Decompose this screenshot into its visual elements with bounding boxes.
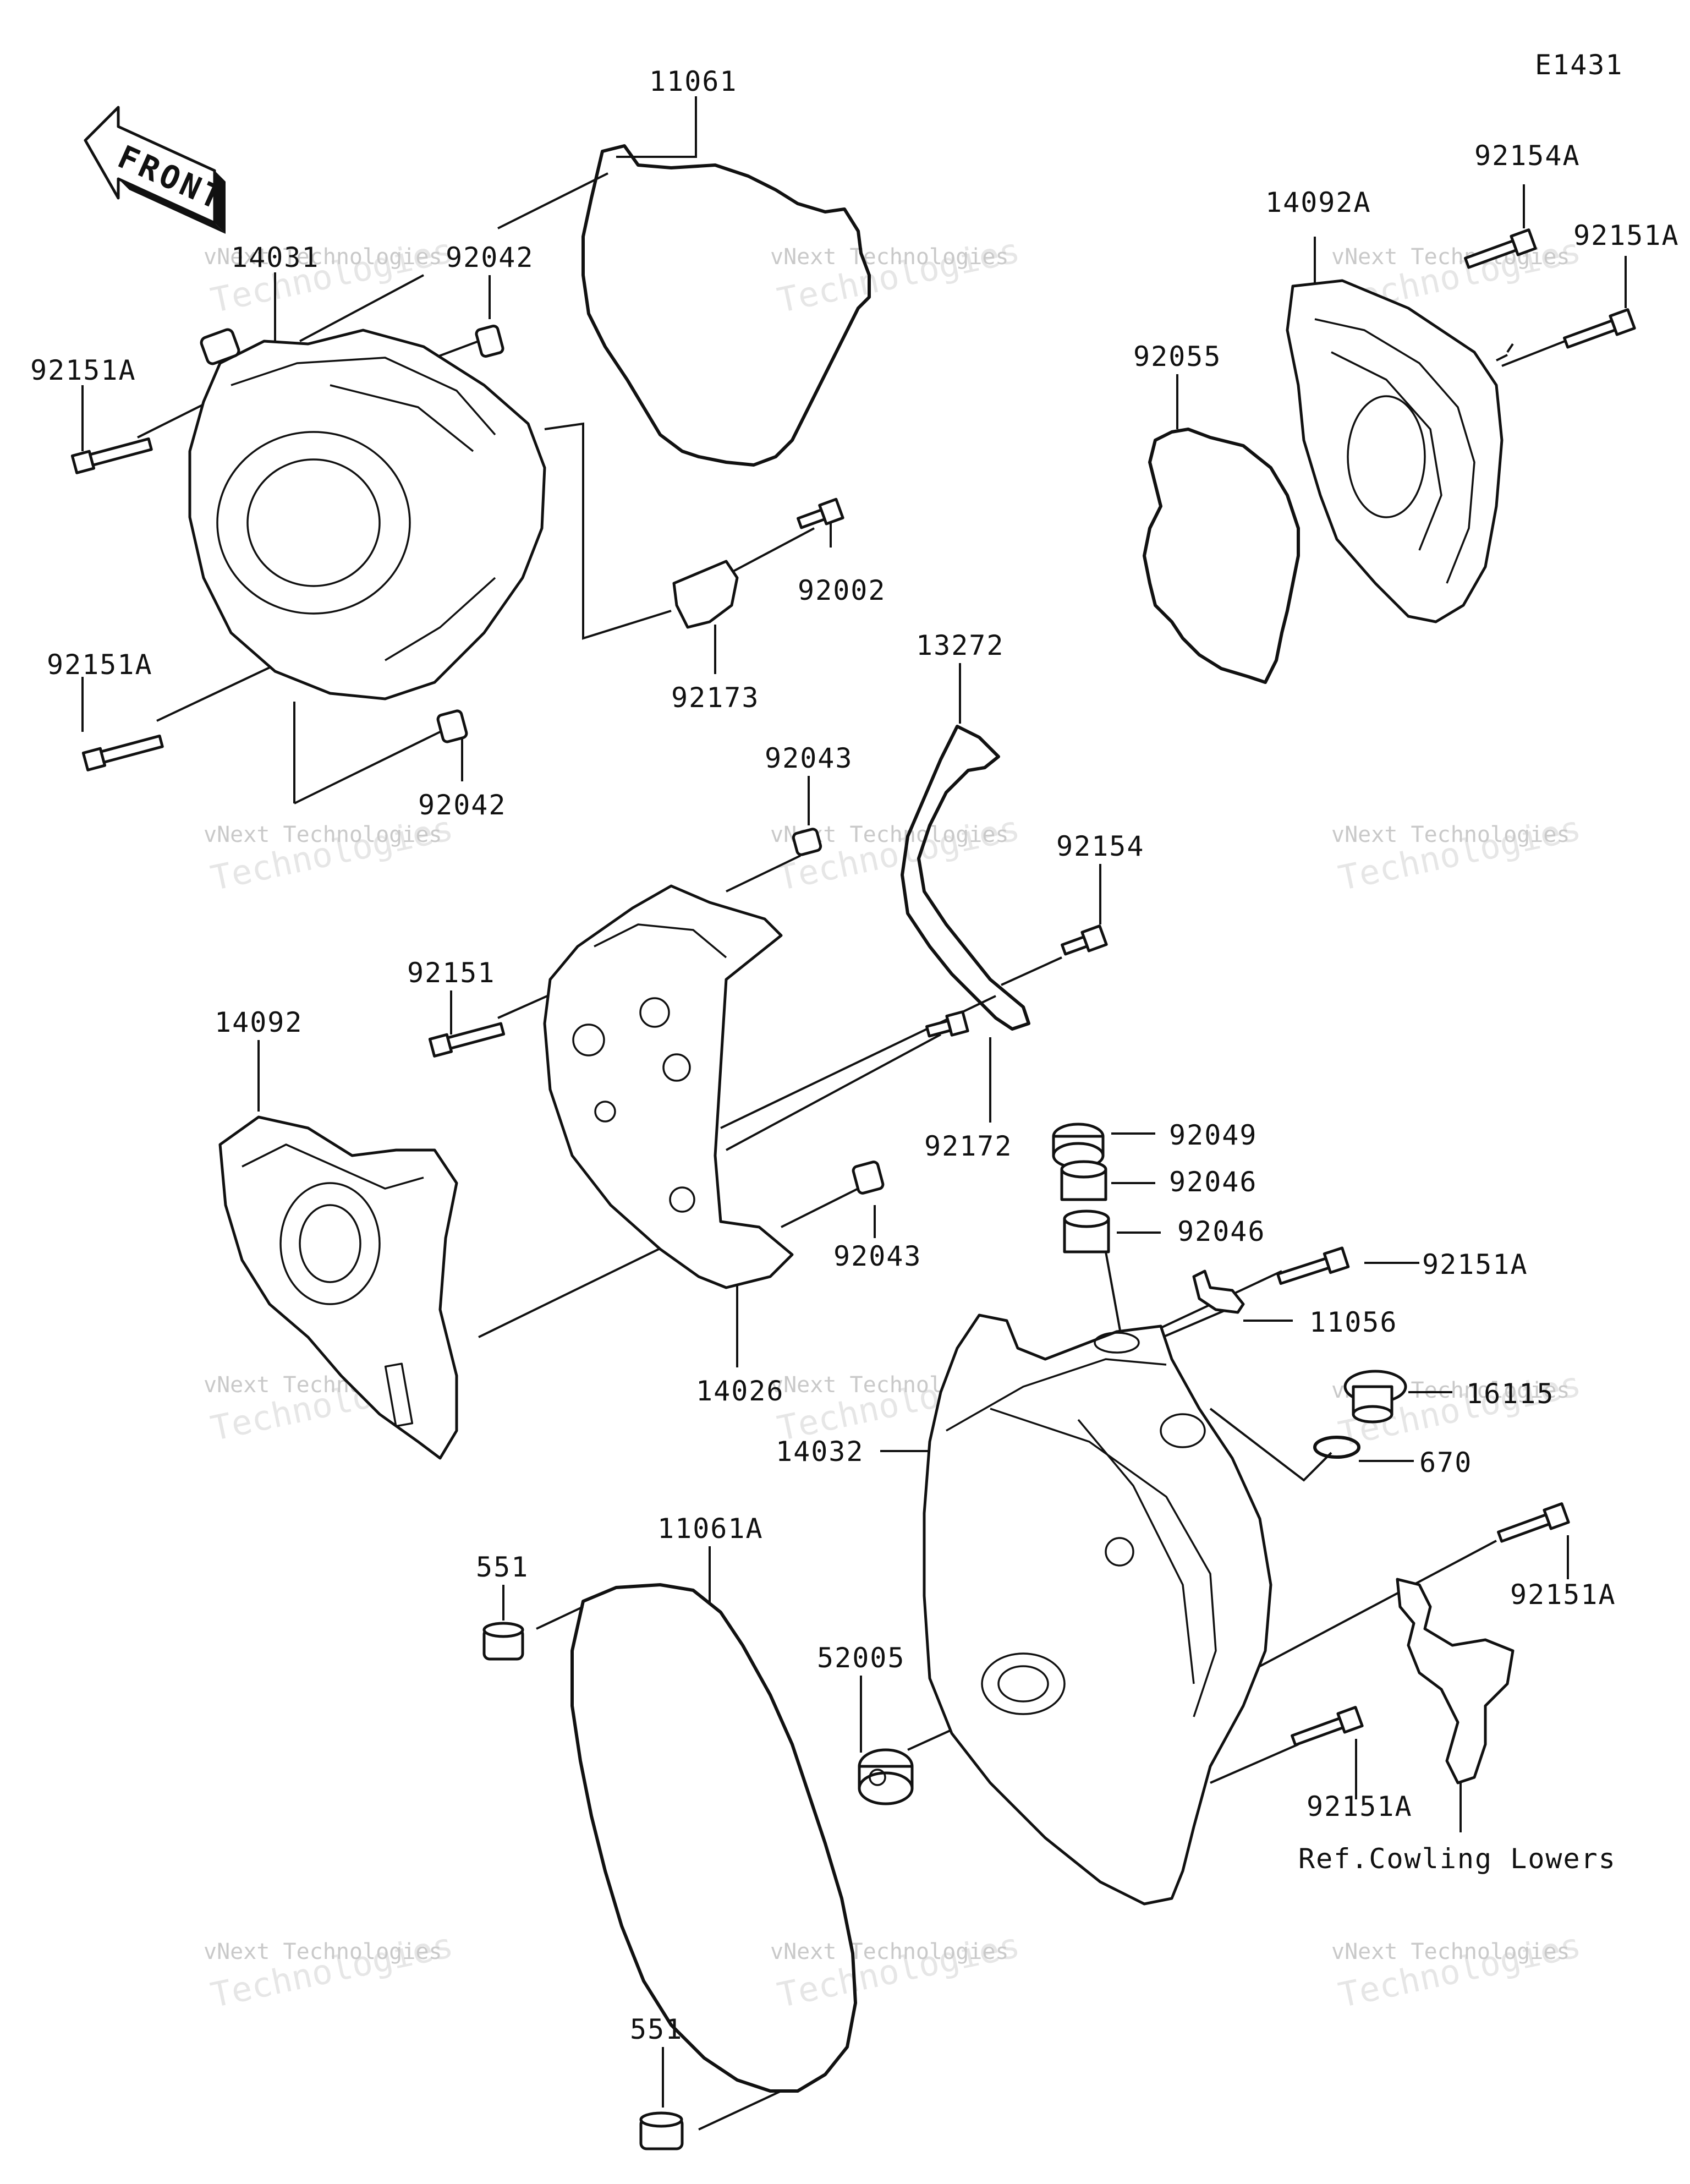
seal-52005 [858, 1748, 914, 1805]
bolt-92154 [1061, 924, 1108, 956]
cowling-bracket [1396, 1578, 1515, 1785]
seal-92049 [1052, 1123, 1105, 1169]
label-92042-top: 92042 [446, 242, 534, 273]
sleeve-92042-bottom [436, 709, 468, 743]
bracket-92173 [672, 560, 739, 629]
label-11061: 11061 [649, 65, 738, 97]
label-92173: 92173 [671, 682, 760, 714]
label-14092A: 14092A [1265, 187, 1371, 218]
part-labels: 11061 92042 14031 92151A 92151A 92042 92… [30, 65, 1680, 2045]
svg-text:Technologies: Technologies [207, 1925, 457, 2016]
gasket-92055 [1143, 428, 1300, 684]
sleeve-92043-bottom [852, 1161, 885, 1195]
svg-text:Technologies: Technologies [774, 230, 1023, 321]
dowel-551-bottom [639, 2111, 684, 2150]
bearing-92046-a [1060, 1160, 1107, 1201]
label-551-bottom: 551 [630, 2013, 683, 2045]
bolt-92151A-d [1276, 1246, 1350, 1285]
dowel-551-top [482, 1622, 524, 1661]
watermark: Technologies vNext Technologies [204, 1925, 457, 2016]
gasket-13272 [901, 725, 1030, 1031]
label-92042-bottom: 92042 [418, 789, 507, 821]
oring-670 [1313, 1436, 1360, 1459]
bolt-92151A-e [1497, 1502, 1570, 1543]
front-arrow-icon: FRONT [84, 106, 231, 234]
label-92151A-a: 92151A [30, 354, 136, 386]
gasket-11061 [581, 144, 871, 467]
label-92049: 92049 [1169, 1119, 1258, 1151]
watermark: Technologies vNext Technologies [1331, 808, 1584, 899]
bolt-92002 [797, 497, 844, 529]
sleeve-92043-top [792, 828, 822, 856]
bearing-92046-b [1063, 1209, 1110, 1254]
label-92151A-e: 92151A [1510, 1579, 1616, 1611]
label-11061A: 11061A [657, 1513, 764, 1545]
label-16115: 16115 [1466, 1378, 1555, 1410]
label-92154: 92154 [1056, 830, 1145, 862]
label-92151: 92151 [407, 957, 496, 989]
svg-text:Technologies: Technologies [1335, 808, 1584, 899]
svg-text:vNext Technologies: vNext Technologies [770, 1939, 1008, 1964]
bolt-92151A-b [81, 734, 164, 771]
label-551-top: 551 [476, 1551, 529, 1583]
bolt-92151A-a [70, 437, 153, 474]
label-92046-a: 92046 [1169, 1166, 1258, 1198]
bolt-92151 [428, 1022, 506, 1058]
bolt-92154A [1464, 228, 1537, 269]
cover-14092 [218, 1115, 458, 1460]
label-92046-b: 92046 [1177, 1216, 1266, 1247]
label-14026: 14026 [696, 1375, 784, 1407]
cover-14092A [1286, 279, 1504, 623]
svg-text:Technologies: Technologies [207, 808, 457, 899]
watermark: Technologies vNext Technologies [204, 808, 457, 899]
watermark: Technologies vNext Technologies [770, 1925, 1023, 2016]
label-14032: 14032 [776, 1436, 864, 1468]
label-13272: 13272 [916, 630, 1005, 661]
svg-text:Technologies: Technologies [774, 1925, 1023, 2016]
label-92151A-d: 92151A [1422, 1249, 1528, 1280]
cover-14031 [188, 328, 546, 700]
cover-14032 [923, 1313, 1272, 1906]
label-92151A-c: 92151A [1573, 220, 1680, 251]
gasket-11061A [570, 1583, 857, 2093]
diagram-code: E1431 [1535, 49, 1623, 81]
label-92055: 92055 [1133, 341, 1222, 373]
watermark: Technologies vNext Technologies [1331, 1925, 1584, 2016]
label-52005: 52005 [817, 1642, 906, 1674]
label-670: 670 [1419, 1447, 1472, 1479]
label-92151A-f: 92151A [1307, 1791, 1413, 1822]
label-92154A: 92154A [1474, 140, 1581, 172]
svg-text:vNext Technologies: vNext Technologies [1331, 822, 1570, 847]
watermark: Technologies vNext Technologies [770, 230, 1023, 321]
label-92151A-b: 92151A [47, 649, 153, 681]
bolt-92151A-c [1563, 308, 1636, 349]
ref-cowling-lowers: Ref.Cowling Lowers [1298, 1843, 1616, 1875]
svg-text:vNext Technologies: vNext Technologies [204, 244, 442, 270]
label-92002: 92002 [798, 574, 886, 606]
label-92043-top: 92043 [765, 742, 853, 774]
sleeve-92042-top [475, 324, 504, 358]
label-92172: 92172 [924, 1130, 1013, 1162]
label-14092: 14092 [215, 1006, 303, 1038]
plug-16115 [1343, 1370, 1407, 1424]
svg-text:vNext Technologies: vNext Technologies [770, 244, 1008, 270]
bolt-92151A-f [1291, 1706, 1364, 1747]
clip-11056 [1192, 1269, 1245, 1314]
cover-14026 [543, 884, 794, 1289]
label-11056: 11056 [1309, 1306, 1398, 1338]
svg-text:vNext Technologies: vNext Technologies [204, 822, 442, 847]
svg-text:Technologies: Technologies [1335, 1925, 1584, 2016]
bolt-92172 [925, 1010, 969, 1038]
svg-text:vNext Technologies: vNext Technologies [1331, 1939, 1570, 1964]
svg-text:vNext Technologies: vNext Technologies [204, 1939, 442, 1964]
label-92043-bottom: 92043 [833, 1240, 922, 1272]
label-14031: 14031 [231, 242, 320, 273]
